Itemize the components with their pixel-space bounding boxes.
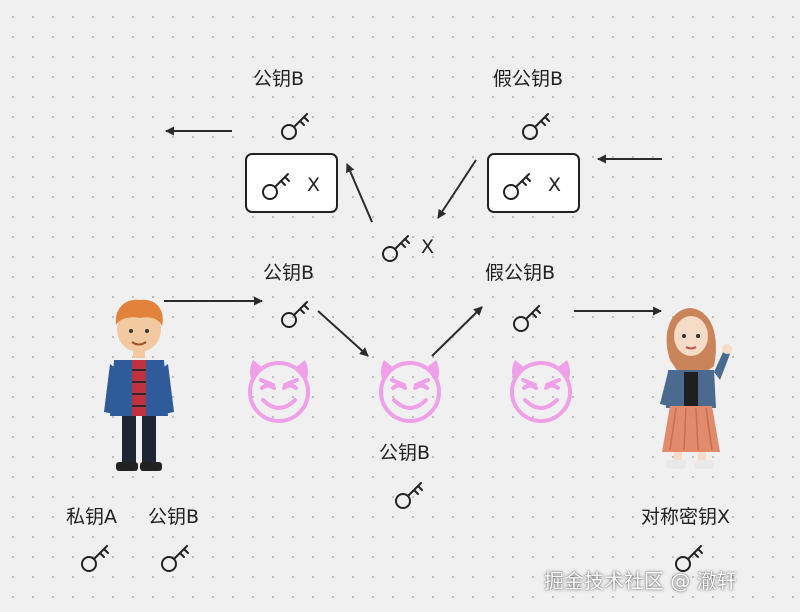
label-fake-pubkey-mid: 假公钥B xyxy=(485,262,556,284)
label-pubkey-top: 公钥B xyxy=(253,68,305,90)
key-icon xyxy=(382,235,410,262)
label-pubkey-mid: 公钥B xyxy=(263,262,315,284)
devil-face-icon xyxy=(248,358,310,423)
label-fake-pubkey-top: 假公钥B xyxy=(493,68,564,90)
key-icon xyxy=(81,545,109,572)
envelope-box-left xyxy=(245,153,338,213)
label-pubkey-low: 公钥B xyxy=(379,442,431,464)
key-icon xyxy=(161,545,189,572)
arrow-from-right-box xyxy=(437,159,477,219)
key-icon xyxy=(513,305,541,332)
key-icon xyxy=(281,113,309,140)
envelope-box-right xyxy=(487,153,580,213)
devil-face-icon xyxy=(379,358,441,423)
label-middle-x: X xyxy=(421,236,435,258)
arrow-key-to-devil xyxy=(317,310,369,357)
label-pubkey-bottom: 公钥B xyxy=(148,506,200,528)
watermark: 掘金技术社区 @ 澈轩 xyxy=(544,569,737,593)
label-private-key-a: 私钥A xyxy=(66,506,117,528)
boy-avatar xyxy=(104,299,174,471)
key-icon xyxy=(522,113,550,140)
label-box-right-x: X xyxy=(548,174,562,196)
key-icon xyxy=(281,301,309,328)
girl-avatar xyxy=(660,308,732,469)
key-icon xyxy=(395,482,423,509)
arrow-to-left-box xyxy=(346,163,373,223)
label-box-left-x: X xyxy=(307,174,321,196)
devil-face-icon xyxy=(510,358,572,423)
label-symmetric-key-x: 对称密钥X xyxy=(641,506,731,528)
arrow-devil-to-fake-key xyxy=(431,306,483,357)
